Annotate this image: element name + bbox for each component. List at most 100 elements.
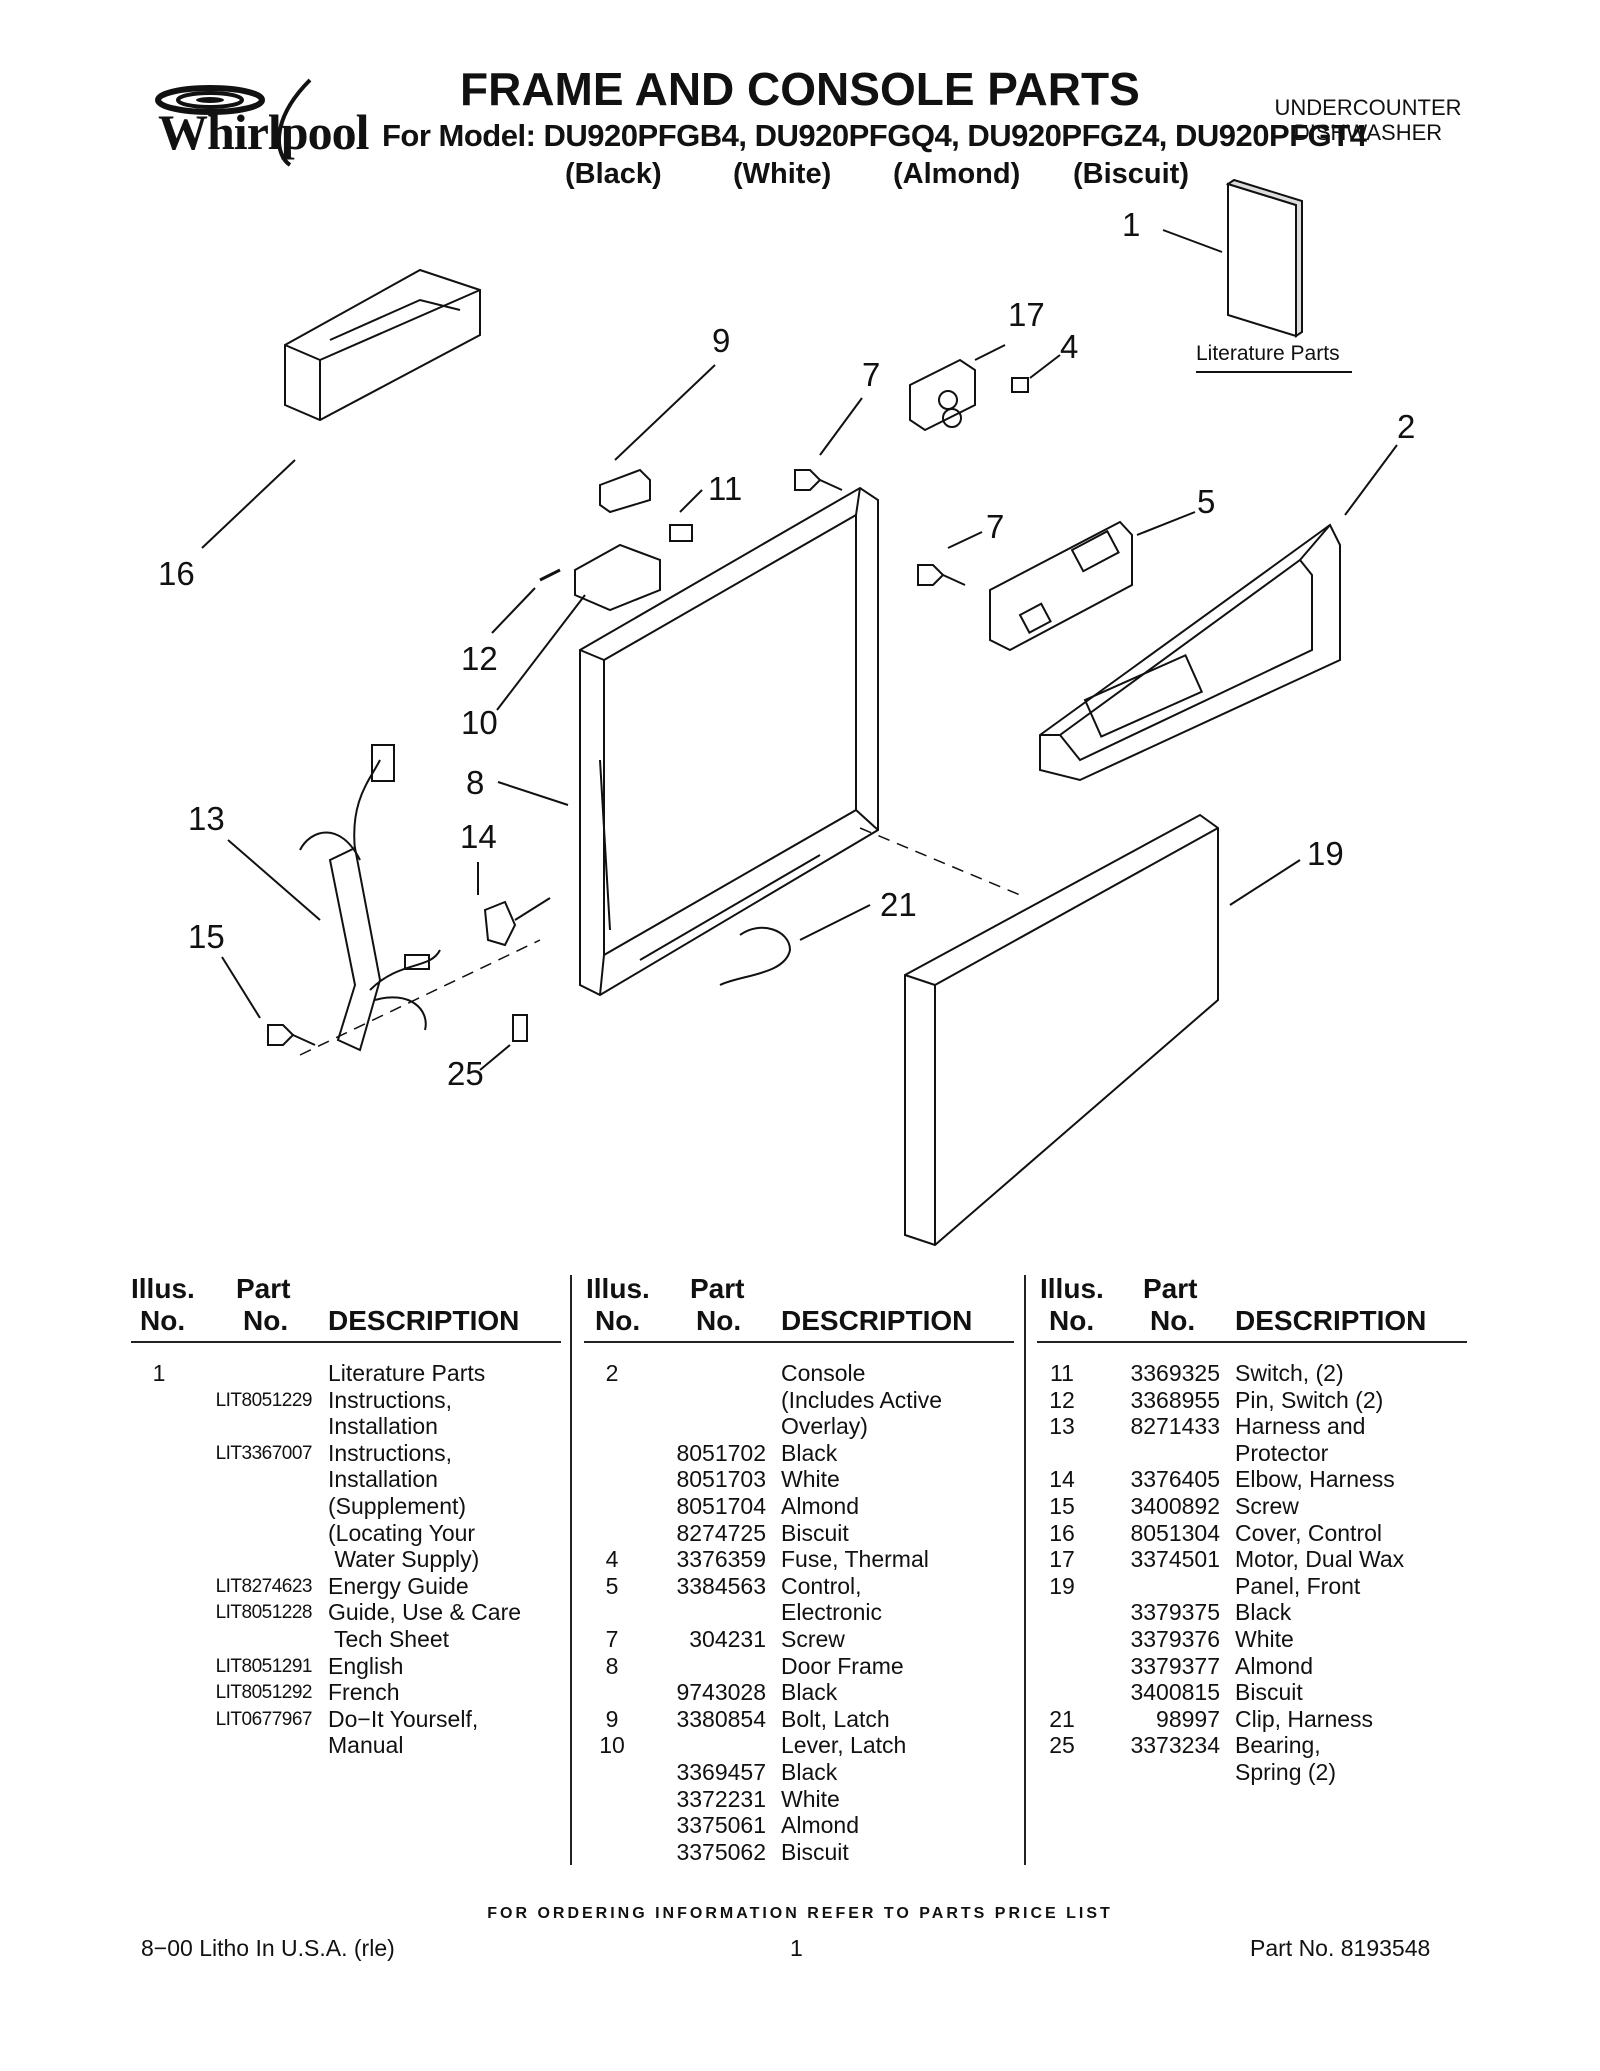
header-rule-2 (584, 1341, 1014, 1343)
illus-no: 10 (599, 1732, 625, 1759)
part-no: LIT8274623 (215, 1575, 313, 1597)
exploded-parts-diagram (201, 178, 1398, 1247)
part-no: 3368955 (1130, 1386, 1220, 1413)
illus-no: 7 (605, 1626, 619, 1652)
callout-10: 10 (461, 704, 498, 741)
part-no: LIT8051292 (215, 1682, 313, 1704)
part-number: Part No. 8193548 (1250, 1935, 1431, 1961)
part-no: LIT8051291 (215, 1655, 313, 1677)
description: Biscuit (1235, 1679, 1303, 1706)
callout-8: 8 (466, 764, 485, 801)
illus-no: 21 (1049, 1705, 1075, 1732)
header-no-2: No. (595, 1305, 641, 1336)
thermal-fuse-icon (1011, 377, 1029, 393)
description: White (781, 1785, 840, 1812)
description: Tech Sheet (328, 1626, 450, 1652)
literature-parts-label: Literature Parts (1196, 342, 1340, 365)
part-no: 8274725 (676, 1519, 766, 1546)
illus-no: 25 (1049, 1732, 1075, 1759)
description: Almond (1235, 1652, 1313, 1679)
illus-no: 12 (1049, 1386, 1075, 1413)
description: Pin, Switch (2) (1235, 1386, 1384, 1413)
description: Screw (1235, 1493, 1299, 1519)
spring-bearing-icon (512, 1014, 528, 1042)
part-no: 3376359 (676, 1546, 766, 1573)
callout-9: 9 (712, 322, 731, 359)
description: Overlay) (781, 1413, 868, 1440)
description: Bolt, Latch (781, 1705, 890, 1732)
switch-icon (669, 524, 693, 542)
header-part-3: Part (1143, 1273, 1198, 1304)
callout-1: 1 (1122, 206, 1141, 243)
column-divider-1 (570, 1275, 572, 1865)
illus-no: 14 (1049, 1466, 1075, 1493)
ordering-note: FOR ORDERING INFORMATION REFER TO PARTS … (487, 1905, 1113, 1922)
part-no: 3379377 (1130, 1652, 1220, 1679)
description: Fuse, Thermal (781, 1546, 929, 1573)
page-title: FRAME AND CONSOLE PARTS (460, 63, 1140, 115)
callout-19: 19 (1307, 835, 1344, 872)
description: Elbow, Harness (1235, 1466, 1395, 1493)
illus-no: 16 (1049, 1519, 1075, 1546)
callout-25: 25 (447, 1055, 484, 1092)
description: Panel, Front (1235, 1572, 1361, 1599)
description: English (328, 1652, 404, 1679)
part-no: 3379375 (1130, 1599, 1220, 1626)
description: Black (781, 1439, 838, 1466)
description: Screw (781, 1626, 845, 1652)
control-cover-icon (284, 268, 481, 422)
description: Instructions, (328, 1386, 452, 1413)
description: Almond (781, 1812, 859, 1839)
part-no: 3380854 (676, 1705, 766, 1732)
latch-lever-icon (574, 543, 661, 612)
part-no: 8051703 (676, 1466, 766, 1493)
callout-5: 5 (1197, 483, 1216, 520)
callout-7a: 7 (862, 356, 881, 393)
description: Spring (2) (1235, 1759, 1336, 1785)
description: (Locating Your (328, 1519, 476, 1546)
illus-no: 15 (1049, 1493, 1075, 1519)
part-no: 8271433 (1130, 1413, 1220, 1440)
description: Door Frame (781, 1652, 904, 1679)
part-no: 3369325 (1130, 1360, 1220, 1386)
part-no: 9743028 (676, 1679, 766, 1706)
description: Biscuit (781, 1838, 849, 1865)
header-rule-3 (1037, 1341, 1467, 1343)
callout-16: 16 (158, 555, 195, 592)
part-no: 3373234 (1130, 1732, 1220, 1759)
harness-protector-icon (299, 744, 441, 1052)
description: Black (781, 1759, 838, 1785)
screw-icon (917, 564, 966, 586)
part-no: 8051702 (676, 1439, 766, 1466)
illus-no: 5 (605, 1572, 619, 1599)
description: Almond (781, 1493, 859, 1519)
header-part-2: Part (690, 1273, 745, 1304)
litho-note: 8−00 Litho In U.S.A. (rle) (141, 1935, 395, 1961)
description: Literature Parts (328, 1360, 486, 1386)
latch-bolt-icon (599, 468, 651, 514)
description: Water Supply) (328, 1546, 480, 1573)
part-no: 3376405 (1130, 1466, 1220, 1493)
description: Control, (781, 1572, 862, 1599)
description: Switch, (2) (1235, 1360, 1344, 1386)
callout-21: 21 (880, 886, 917, 923)
part-no: 3400892 (1130, 1493, 1220, 1519)
color-black: (Black) (565, 158, 662, 190)
description: Protector (1235, 1439, 1329, 1466)
callout-2: 2 (1397, 408, 1416, 445)
model-list: For Model: DU920PFGB4, DU920PFGQ4, DU920… (382, 118, 1367, 153)
column-divider-2 (1024, 1275, 1026, 1865)
harness-clip-icon (719, 926, 792, 986)
description: Energy Guide (328, 1572, 469, 1599)
description: Cover, Control (1235, 1519, 1383, 1546)
dual-wax-motor-icon (909, 358, 976, 432)
illus-no: 13 (1049, 1413, 1075, 1440)
illus-no: 1 (152, 1360, 166, 1386)
part-no: 3375062 (676, 1838, 766, 1865)
color-white: (White) (733, 158, 832, 190)
harness-elbow-icon (483, 897, 551, 947)
part-no: 3369457 (676, 1759, 766, 1785)
description: Guide, Use & Care (328, 1599, 522, 1626)
callout-15: 15 (188, 918, 225, 955)
illus-no: 19 (1049, 1572, 1075, 1599)
